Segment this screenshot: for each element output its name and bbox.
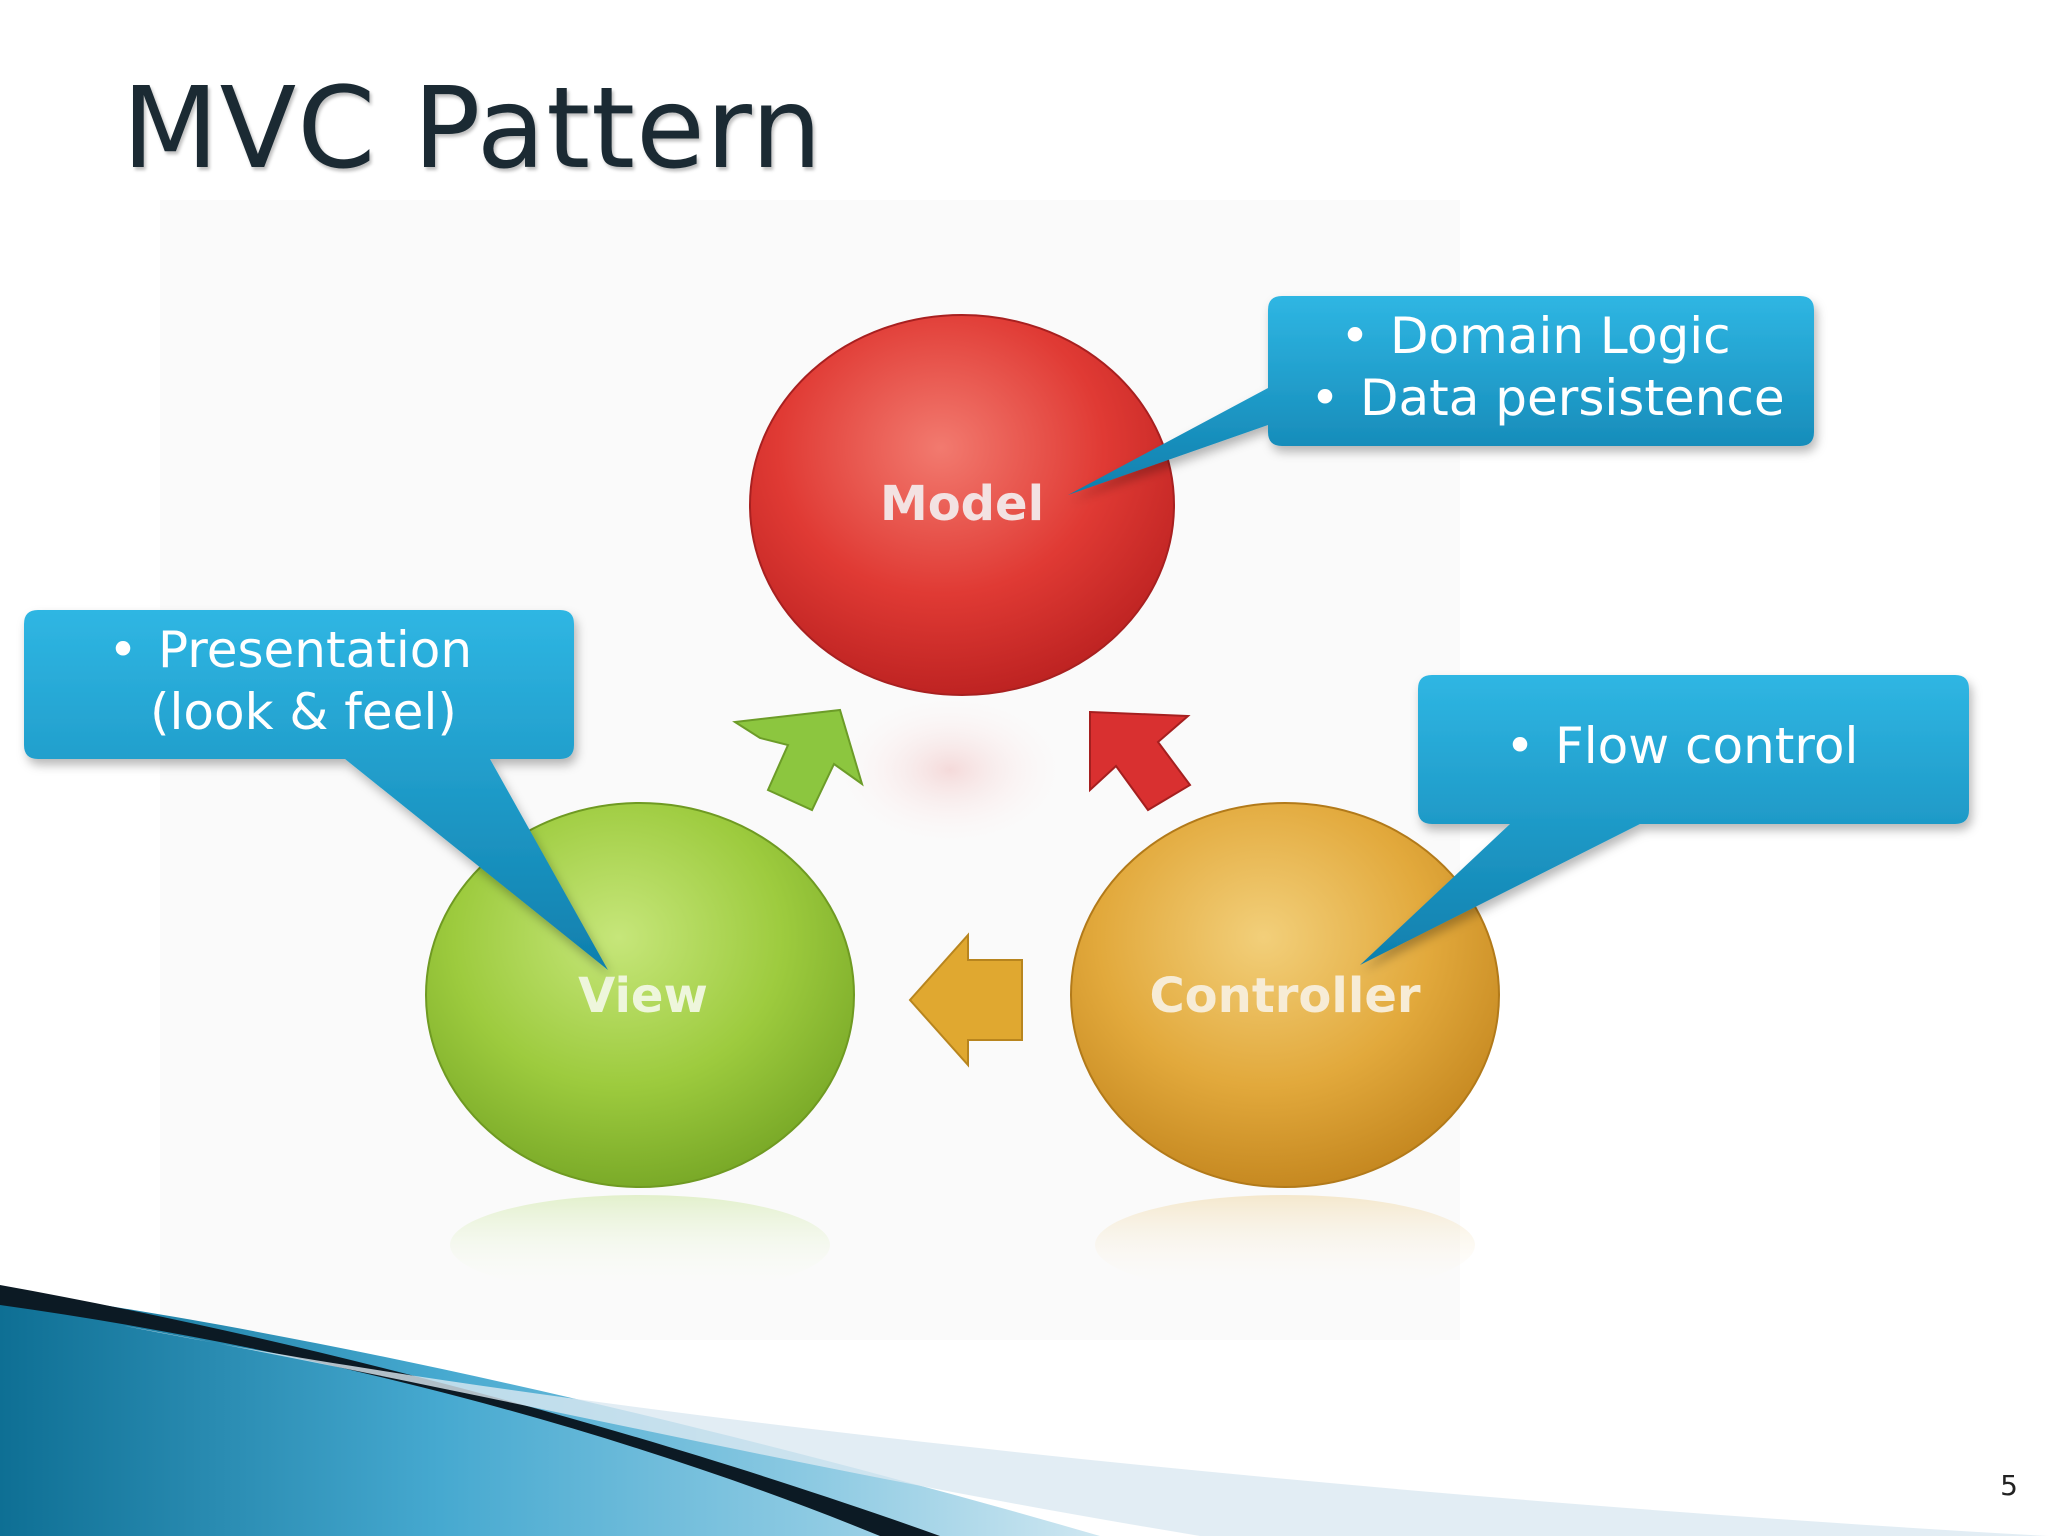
view-callout-line-2: (look & feel) bbox=[150, 683, 457, 741]
model-callout-text: •Domain Logic •Data persistence bbox=[1290, 305, 1785, 429]
controller-label: Controller bbox=[1149, 968, 1420, 1024]
controller-node: Controller bbox=[1070, 802, 1500, 1188]
model-label: Model bbox=[880, 476, 1044, 532]
arrow-view-to-model bbox=[732, 708, 864, 812]
bullet-icon: • bbox=[1505, 717, 1535, 775]
model-node: Model bbox=[749, 314, 1175, 696]
model-callout-line-2: •Data persistence bbox=[1290, 367, 1784, 429]
model-callout-line-1: •Domain Logic bbox=[1290, 305, 1785, 367]
view-label: View bbox=[578, 968, 708, 1024]
controller-callout bbox=[1360, 675, 1969, 965]
slide-title: MVC Pattern bbox=[122, 64, 823, 194]
model-callout bbox=[1068, 296, 1814, 495]
controller-callout-line-1: •Flow control bbox=[1485, 715, 1858, 777]
view-callout-line-1: •Presentation bbox=[88, 619, 472, 681]
bullet-icon: • bbox=[1310, 369, 1340, 427]
bullet-icon: • bbox=[1340, 307, 1370, 365]
bullet-icon: • bbox=[108, 621, 138, 679]
controller-callout-text: •Flow control bbox=[1485, 715, 1858, 777]
controller-reflection bbox=[1095, 1195, 1475, 1295]
center-glow bbox=[820, 685, 1080, 855]
arrow-controller-to-model bbox=[1089, 710, 1192, 812]
view-reflection bbox=[450, 1195, 830, 1295]
footer-swoosh bbox=[0, 1285, 2048, 1536]
view-callout-text: •Presentation (look & feel) bbox=[88, 619, 472, 743]
view-callout bbox=[24, 610, 608, 970]
slide-number: 5 bbox=[2000, 1469, 2018, 1502]
arrow-controller-to-view bbox=[908, 932, 1023, 1068]
